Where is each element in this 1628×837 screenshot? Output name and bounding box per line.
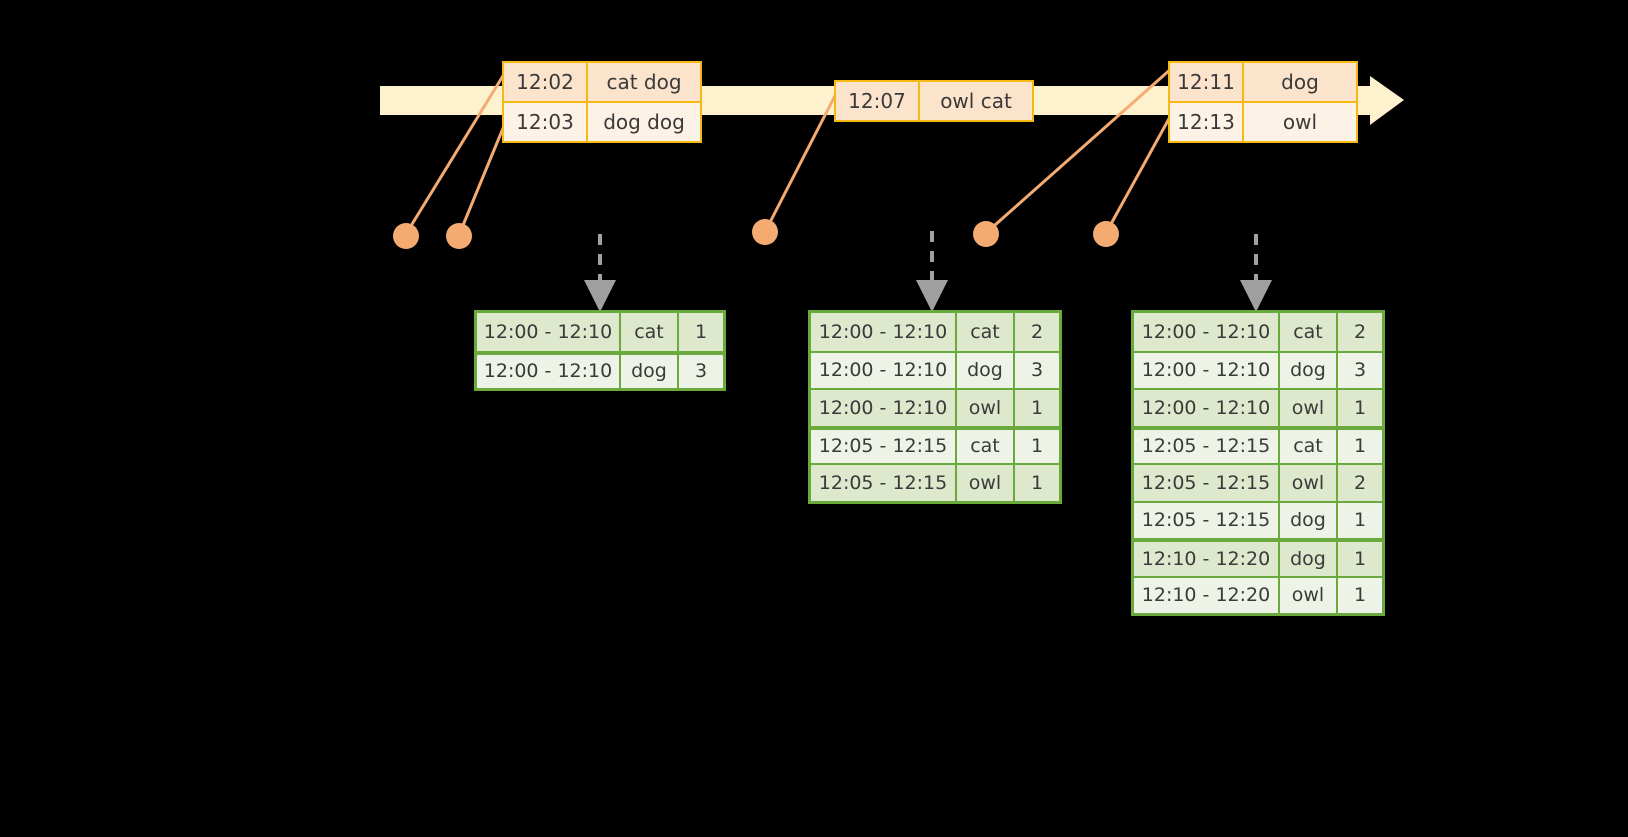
event-row[interactable]: 12:13 owl (1170, 101, 1356, 141)
connector-dot-4 (973, 221, 999, 247)
count-cell: 1 (1338, 542, 1382, 576)
event-timestamp: 12:13 (1170, 103, 1244, 141)
event-timestamp: 12:07 (836, 82, 920, 120)
word-cell: dog (1280, 542, 1338, 576)
table-row[interactable]: 12:05 - 12:15 dog 1 (1134, 500, 1382, 538)
event-row[interactable]: 12:07 owl cat (836, 82, 1032, 120)
table-row[interactable]: 12:05 - 12:15 cat 1 (811, 425, 1059, 463)
window-cell: 12:00 - 12:10 (811, 313, 957, 351)
event-words: dog (1244, 63, 1356, 101)
connector-dot-1 (393, 223, 419, 249)
count-cell: 1 (1015, 429, 1059, 463)
window-cell: 12:10 - 12:20 (1134, 542, 1280, 576)
count-cell: 1 (1338, 429, 1382, 463)
connector-line-5 (1104, 105, 1178, 234)
table-row[interactable]: 12:10 - 12:20 owl 1 (1134, 575, 1382, 613)
table-row[interactable]: 12:00 - 12:10 dog 3 (477, 350, 723, 388)
event-box-1[interactable]: 12:02 cat dog 12:03 dog dog (502, 61, 702, 143)
window-cell: 12:00 - 12:10 (811, 390, 957, 426)
word-cell: cat (957, 429, 1015, 463)
table-row[interactable]: 12:00 - 12:10 dog 3 (1134, 350, 1382, 388)
table-row[interactable]: 12:00 - 12:10 owl 1 (1134, 388, 1382, 426)
count-cell: 3 (679, 354, 723, 388)
connector-dot-2 (446, 223, 472, 249)
event-box-2[interactable]: 12:07 owl cat (834, 80, 1034, 122)
count-cell: 1 (1338, 577, 1382, 613)
event-words: dog dog (588, 103, 700, 141)
event-words: cat dog (588, 63, 700, 101)
table-row[interactable]: 12:00 - 12:10 cat 2 (1134, 313, 1382, 351)
window-cell: 12:10 - 12:20 (1134, 577, 1280, 613)
window-cell: 12:00 - 12:10 (811, 352, 957, 388)
window-cell: 12:00 - 12:10 (1134, 352, 1280, 388)
result-table-3[interactable]: 12:00 - 12:10 cat 2 12:00 - 12:10 dog 3 … (1131, 310, 1385, 616)
window-cell: 12:00 - 12:10 (477, 354, 621, 388)
table-row[interactable]: 12:05 - 12:15 owl 1 (811, 463, 1059, 501)
event-row[interactable]: 12:11 dog (1170, 63, 1356, 101)
event-timestamp: 12:11 (1170, 63, 1244, 101)
event-timestamp: 12:03 (504, 103, 588, 141)
count-cell: 3 (1338, 352, 1382, 388)
event-row[interactable]: 12:03 dog dog (504, 101, 700, 141)
count-cell: 1 (1338, 502, 1382, 538)
result-table-2[interactable]: 12:00 - 12:10 cat 2 12:00 - 12:10 dog 3 … (808, 310, 1062, 504)
result-table-1[interactable]: 12:00 - 12:10 cat 1 12:00 - 12:10 dog 3 (474, 310, 726, 391)
connector-dot-5 (1093, 221, 1119, 247)
event-words: owl cat (920, 82, 1032, 120)
dashed-arrows (584, 231, 1272, 312)
word-cell: owl (1280, 577, 1338, 613)
event-timestamp: 12:02 (504, 63, 588, 101)
count-cell: 1 (679, 313, 723, 351)
event-words: owl (1244, 103, 1356, 141)
word-cell: dog (1280, 352, 1338, 388)
count-cell: 2 (1015, 313, 1059, 351)
count-cell: 1 (1015, 465, 1059, 501)
table-row[interactable]: 12:00 - 12:10 owl 1 (811, 388, 1059, 426)
count-cell: 1 (1015, 390, 1059, 426)
window-cell: 12:05 - 12:15 (1134, 465, 1280, 501)
window-cell: 12:00 - 12:10 (477, 313, 621, 351)
table-row[interactable]: 12:00 - 12:10 cat 2 (811, 313, 1059, 351)
window-cell: 12:05 - 12:15 (811, 429, 957, 463)
table-row[interactable]: 12:00 - 12:10 cat 1 (477, 313, 723, 351)
window-cell: 12:00 - 12:10 (1134, 313, 1280, 351)
count-cell: 3 (1015, 352, 1059, 388)
word-cell: dog (957, 352, 1015, 388)
table-row[interactable]: 12:00 - 12:10 dog 3 (811, 350, 1059, 388)
event-box-3[interactable]: 12:11 dog 12:13 owl (1168, 61, 1358, 143)
word-cell: owl (1280, 465, 1338, 501)
connector-dots (393, 219, 1119, 249)
count-cell: 2 (1338, 313, 1382, 351)
window-cell: 12:05 - 12:15 (1134, 429, 1280, 463)
word-cell: owl (957, 390, 1015, 426)
count-cell: 1 (1338, 390, 1382, 426)
table-row[interactable]: 12:05 - 12:15 owl 2 (1134, 463, 1382, 501)
word-cell: dog (621, 354, 679, 388)
table-row[interactable]: 12:05 - 12:15 cat 1 (1134, 425, 1382, 463)
window-cell: 12:05 - 12:15 (1134, 502, 1280, 538)
word-cell: owl (957, 465, 1015, 501)
word-cell: dog (1280, 502, 1338, 538)
table-row[interactable]: 12:10 - 12:20 dog 1 (1134, 538, 1382, 576)
event-row[interactable]: 12:02 cat dog (504, 63, 700, 101)
connector-dot-3 (752, 219, 778, 245)
window-cell: 12:00 - 12:10 (1134, 390, 1280, 426)
word-cell: cat (621, 313, 679, 351)
word-cell: cat (957, 313, 1015, 351)
count-cell: 2 (1338, 465, 1382, 501)
word-cell: owl (1280, 390, 1338, 426)
window-cell: 12:05 - 12:15 (811, 465, 957, 501)
word-cell: cat (1280, 313, 1338, 351)
word-cell: cat (1280, 429, 1338, 463)
